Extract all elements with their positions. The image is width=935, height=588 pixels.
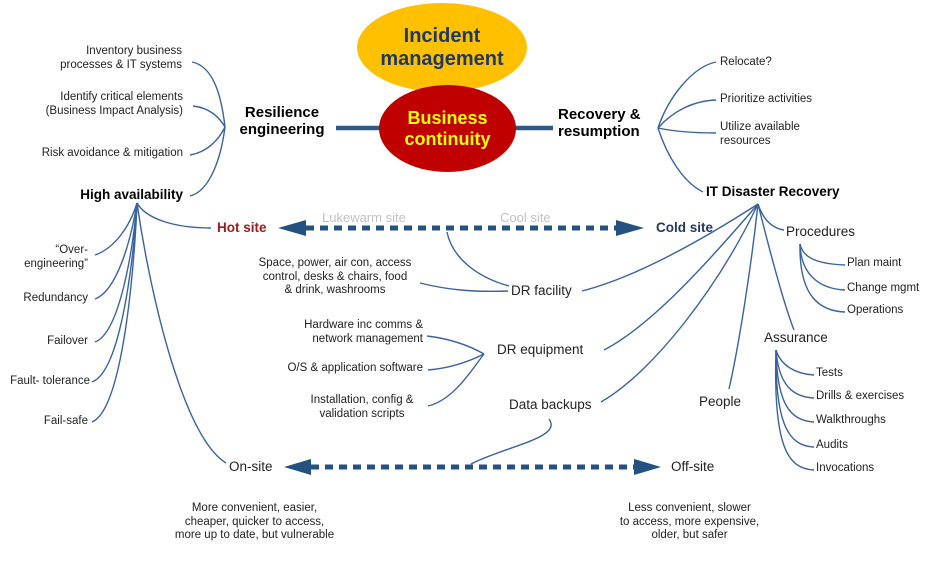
connector-plan-maint — [799, 243, 846, 266]
hot-site-label: Hot site — [217, 220, 267, 235]
connector-utilize — [657, 127, 717, 134]
hot-cold-arrow — [278, 220, 644, 236]
item-failover: Failover — [47, 335, 88, 347]
item-prioritize-activities: Prioritize activities — [720, 93, 813, 105]
recovery-resumption-node: Recovery & resumption — [558, 106, 641, 140]
item-fault-tolerance: Fault- tolerance — [10, 375, 90, 387]
arrowhead-right-icon — [616, 220, 644, 236]
connector-relocate — [657, 61, 717, 129]
dr-equipment-node: DR equipment — [497, 342, 584, 357]
connector-identify — [192, 105, 226, 128]
business-continuity-node: Business continuity — [379, 85, 516, 172]
connector-it-dr — [657, 127, 704, 193]
item-walkthroughs: Walkthroughs — [816, 414, 886, 426]
connector-audits — [775, 349, 815, 448]
cool-site-label: Cool site — [500, 210, 551, 225]
resilience-engineering-node: Resilience engineering — [239, 104, 325, 138]
arrowhead-left-icon — [284, 459, 311, 475]
connector-hot-site — [136, 202, 212, 229]
connector-dr-facility — [581, 203, 759, 292]
connector-tests — [775, 349, 815, 376]
connector-inventory — [191, 61, 226, 128]
item-change-mgmt: Change mgmt — [847, 282, 920, 294]
on-site-label: On-site — [229, 459, 273, 474]
dr-facility-node: DR facility — [511, 283, 572, 298]
it-disaster-recovery-node: IT Disaster Recovery — [706, 184, 840, 199]
item-identify-critical: Identify critical elements (Business Imp… — [45, 91, 183, 117]
connector-on-site — [136, 202, 227, 464]
cold-site-label: Cold site — [656, 220, 714, 235]
connector-people — [728, 203, 759, 390]
connector-install-scripts — [427, 353, 485, 407]
connector-invocations — [774, 349, 815, 471]
item-os-application-software: O/S & application software — [287, 362, 423, 374]
item-tests: Tests — [816, 367, 843, 379]
item-plan-maint: Plan maint — [847, 257, 902, 269]
item-dr-facility-needs: Space, power, air con, access control, d… — [258, 257, 412, 296]
people-node: People — [699, 394, 742, 409]
connector-hardware — [426, 335, 485, 355]
assurance-node: Assurance — [764, 330, 828, 345]
connector-data-backups — [600, 203, 759, 403]
connector-dr-equipment — [603, 203, 759, 351]
connector-drills — [775, 349, 815, 399]
item-hardware-comms: Hardware inc comms & network management — [304, 319, 423, 345]
item-utilize-resources: Utilize available resources — [720, 121, 800, 147]
off-site-label: Off-site — [671, 459, 715, 474]
connector-fail-safe — [91, 202, 138, 423]
item-fail-safe: Fail-safe — [43, 415, 88, 427]
connector-high-availability — [189, 126, 226, 197]
connector-risk — [189, 126, 226, 156]
procedures-node: Procedures — [786, 224, 856, 239]
item-relocate: Relocate? — [720, 56, 772, 68]
business-continuity-label: Business continuity — [404, 107, 491, 149]
connector-over-engineering — [94, 202, 138, 256]
incident-management-label: Incident management — [380, 24, 504, 70]
high-availability-node: High availability — [80, 187, 183, 202]
onsite-offsite-arrow — [284, 459, 661, 475]
incident-management-node: Incident management — [357, 3, 527, 92]
connector-operations — [799, 243, 846, 313]
connector-os-software — [427, 353, 485, 371]
connector-redundancy — [94, 202, 138, 300]
item-audits: Audits — [816, 439, 848, 451]
item-risk-avoidance: Risk avoidance & mitigation — [41, 147, 183, 159]
item-invocations: Invocations — [816, 462, 875, 474]
connector-facility-items — [419, 282, 509, 293]
item-redundancy: Redundancy — [23, 292, 88, 304]
connector-backups-to-offsite-line — [470, 418, 552, 465]
item-drills-exercises: Drills & exercises — [816, 390, 905, 402]
item-inventory-business: Inventory business processes & IT system… — [60, 45, 182, 71]
connector-band-to-facility — [446, 231, 510, 287]
on-site-note: More convenient, easier, cheaper, quicke… — [174, 502, 335, 541]
connector-prioritize — [657, 99, 717, 129]
connector-change-mgmt — [799, 243, 846, 291]
arrowhead-right-icon — [634, 459, 661, 475]
item-installation-config: Installation, config & validation script… — [310, 394, 414, 420]
connector-assurance — [757, 203, 795, 331]
off-site-note: Less convenient, slower to access, more … — [619, 502, 760, 541]
item-operations: Operations — [847, 304, 904, 316]
lukewarm-site-label: Lukewarm site — [322, 210, 406, 225]
data-backups-node: Data backups — [509, 397, 592, 412]
item-over-engineering: “Over- engineering” — [24, 244, 88, 270]
arrowhead-left-icon — [278, 220, 306, 236]
